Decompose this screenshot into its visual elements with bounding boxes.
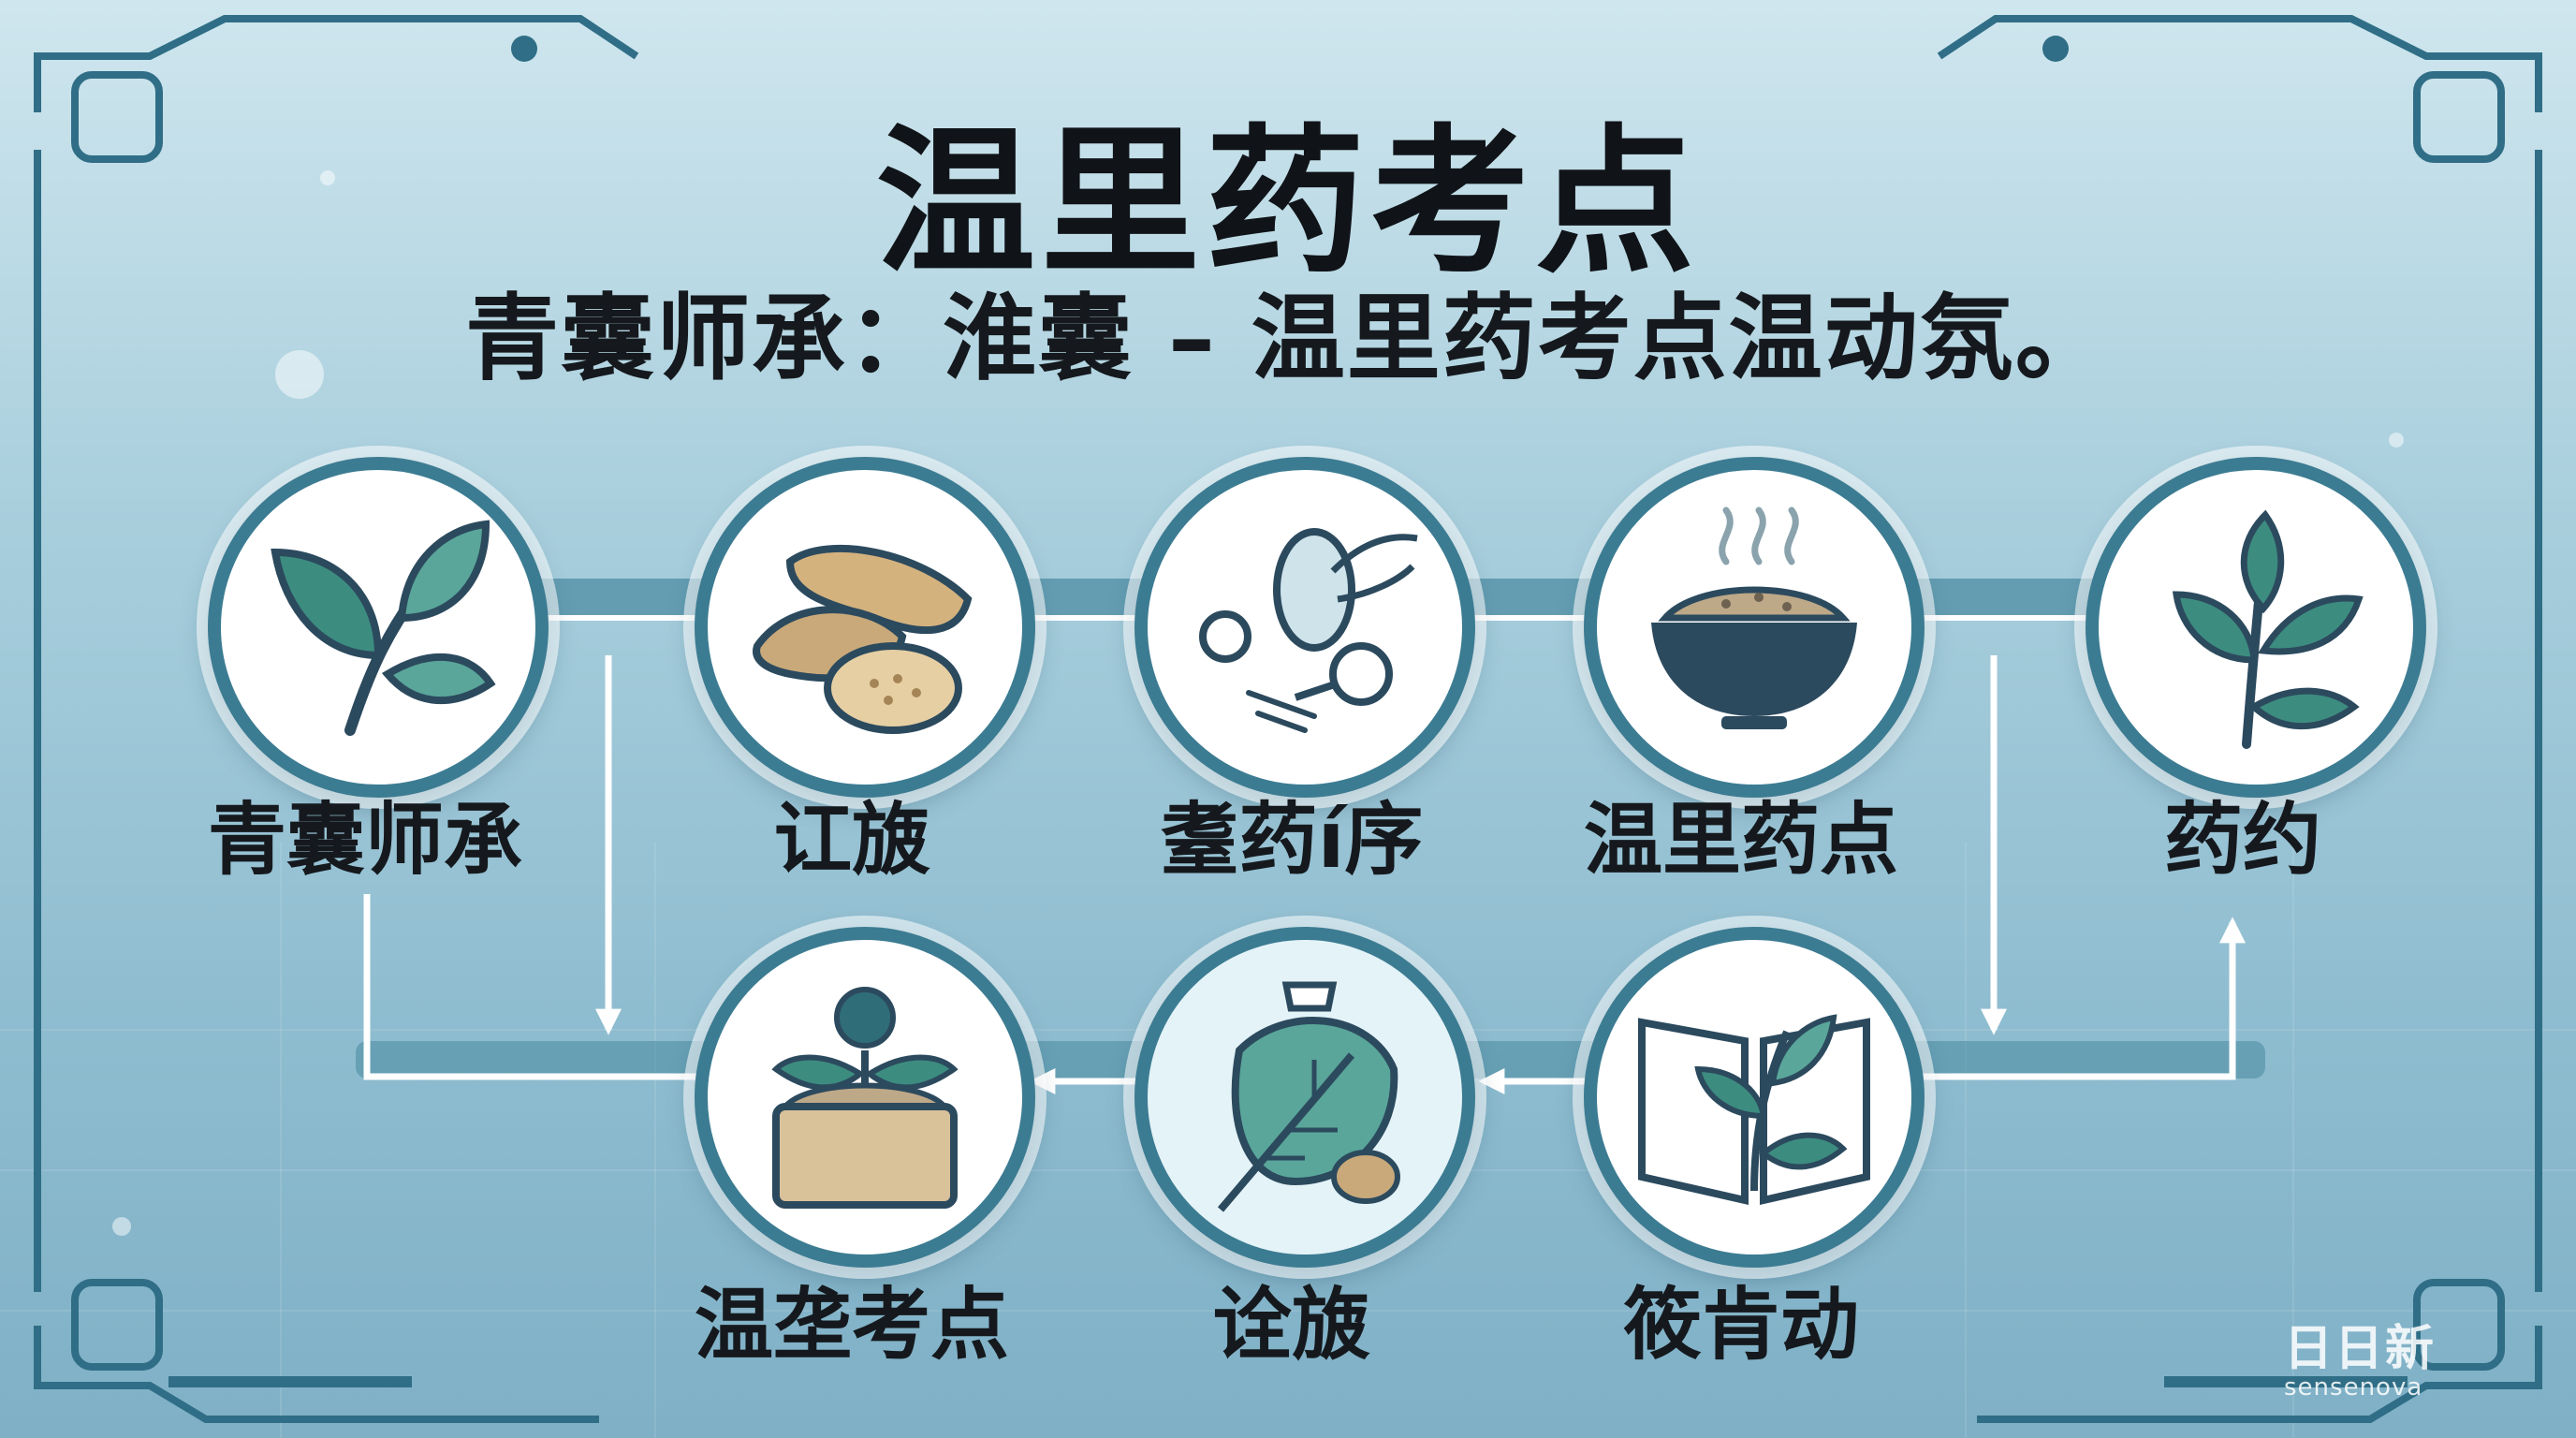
sparkles: [112, 170, 2404, 1236]
node-8: [695, 927, 1035, 1268]
page-title: 温里药考点: [875, 110, 1700, 296]
watermark-sub: sensenova: [2284, 1373, 2423, 1401]
node-3-label: 耋药í序: [1160, 794, 1424, 886]
node-2: [695, 457, 1035, 798]
node-3: [1134, 457, 1475, 798]
node-2-label: 讧旇: [772, 794, 930, 886]
steaming-bowl-icon: [1651, 506, 1857, 729]
page-subtitle: 青囊师承：淮囊 – 温里药考点温动氛。: [465, 284, 2111, 393]
node-1-label: 青囊师承: [207, 794, 522, 886]
node-4-label: 温里药点: [1583, 794, 1898, 886]
herb-preparation-icon: [1199, 528, 1418, 733]
open-book-herb-icon: [1638, 1014, 1870, 1206]
node-7: [1134, 927, 1475, 1268]
node-5: [2086, 457, 2426, 798]
herb-planter-icon: [771, 987, 959, 1209]
node-6: [1584, 927, 1925, 1268]
herb-sprig-icon: [2172, 509, 2364, 749]
sliced-root-icon: [753, 544, 973, 734]
leaf-branch-icon: [271, 520, 496, 736]
watermark: 日日新 sensenova: [2284, 1309, 2436, 1401]
leaf-vial-icon: [1217, 981, 1400, 1212]
node-6-label: 筱肯动: [1622, 1279, 1859, 1371]
frame-border: [34, 15, 2542, 1423]
node-4: [1584, 457, 1925, 798]
node-8-label: 温垄考点: [694, 1279, 1009, 1371]
frame-dots: [168, 36, 2408, 1387]
node-7-label: 诠旇: [1212, 1279, 1370, 1371]
watermark-main: 日日新: [2284, 1321, 2437, 1377]
node-5-label: 药约: [2163, 794, 2321, 886]
connectors: [363, 655, 2246, 1094]
node-1: [208, 457, 549, 798]
